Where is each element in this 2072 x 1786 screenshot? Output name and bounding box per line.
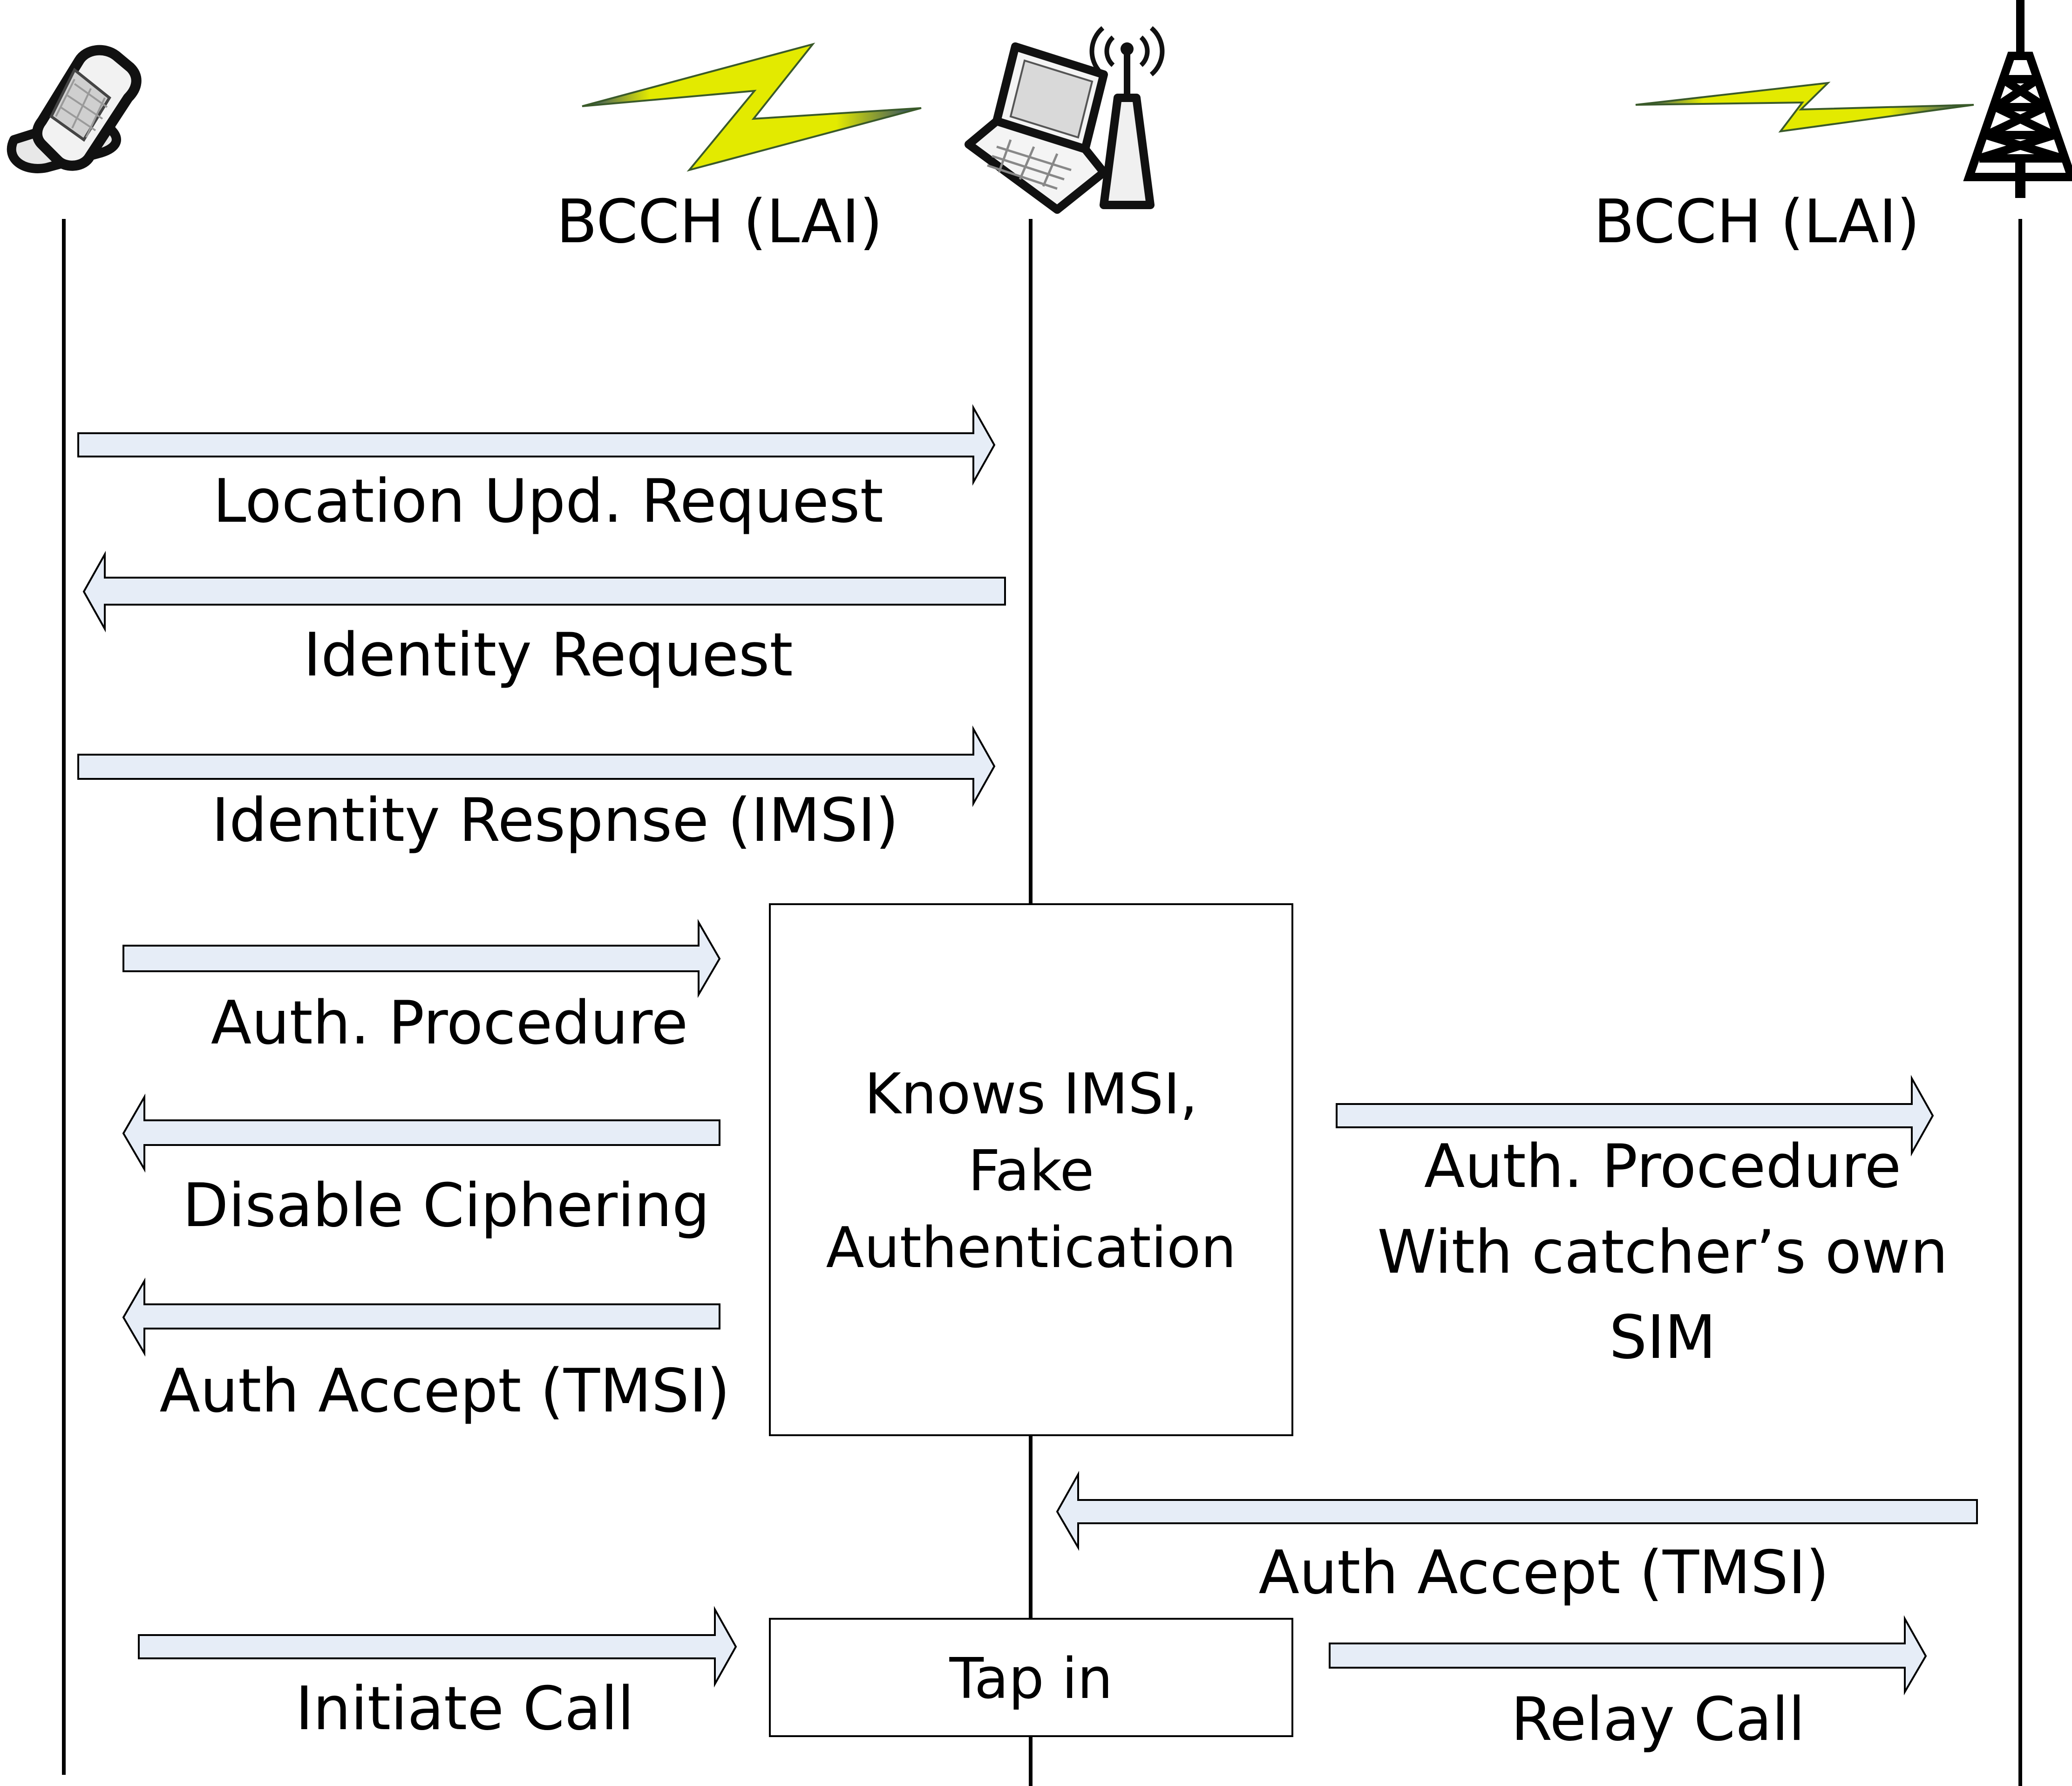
msg-auth-procedure-right-line2: With catcher’s own bbox=[1377, 1218, 1948, 1287]
box-text-knows-imsi: Knows IMSI, bbox=[864, 1062, 1198, 1127]
arrow-identity-request bbox=[82, 551, 1006, 633]
msg-location-update-request: Location Upd. Request bbox=[213, 467, 883, 536]
lightning-bolt-icon bbox=[1635, 82, 1974, 133]
msg-auth-accept-right: Auth Accept (TMSI) bbox=[1258, 1538, 1829, 1608]
box-text-fake: Fake bbox=[968, 1139, 1094, 1204]
arrow-relay-call bbox=[1329, 1615, 1927, 1696]
lightning-bolt-icon bbox=[582, 42, 922, 172]
msg-auth-accept-left: Auth Accept (TMSI) bbox=[159, 1357, 730, 1426]
msg-identity-request: Identity Request bbox=[303, 620, 793, 690]
msg-auth-procedure-left: Auth. Procedure bbox=[211, 988, 688, 1058]
arrow-initiate-call bbox=[138, 1606, 737, 1688]
laptop-antenna-icon bbox=[965, 26, 1165, 214]
mobile-phone-icon bbox=[7, 45, 142, 173]
arrow-auth-procedure-left bbox=[122, 919, 721, 998]
box-text-authentication: Authentication bbox=[826, 1216, 1236, 1281]
msg-auth-procedure-right-line1: Auth. Procedure bbox=[1424, 1132, 1902, 1201]
msg-initiate-call: Initiate Call bbox=[295, 1674, 634, 1744]
arrow-location-update-request bbox=[77, 404, 996, 486]
arrow-auth-procedure-right bbox=[1336, 1075, 1934, 1157]
bcch-label-left: BCCH (LAI) bbox=[557, 187, 883, 257]
arrow-auth-accept-left bbox=[122, 1277, 720, 1357]
fake-authentication-box bbox=[769, 903, 1293, 1436]
msg-auth-procedure-right-line3: SIM bbox=[1609, 1303, 1716, 1372]
msg-identity-response: Identity Respnse (IMSI) bbox=[211, 786, 898, 855]
tap-in-box bbox=[769, 1618, 1293, 1737]
arrow-auth-accept-right bbox=[1056, 1471, 1978, 1551]
cell-tower-icon bbox=[1963, 0, 2072, 198]
box-text-tap-in: Tap in bbox=[949, 1647, 1113, 1711]
arrow-identity-response bbox=[77, 725, 996, 807]
msg-relay-call: Relay Call bbox=[1511, 1685, 1805, 1754]
bcch-label-right: BCCH (LAI) bbox=[1594, 187, 1920, 257]
msg-disable-ciphering: Disable Ciphering bbox=[183, 1171, 710, 1241]
arrow-disable-ciphering bbox=[122, 1093, 720, 1173]
